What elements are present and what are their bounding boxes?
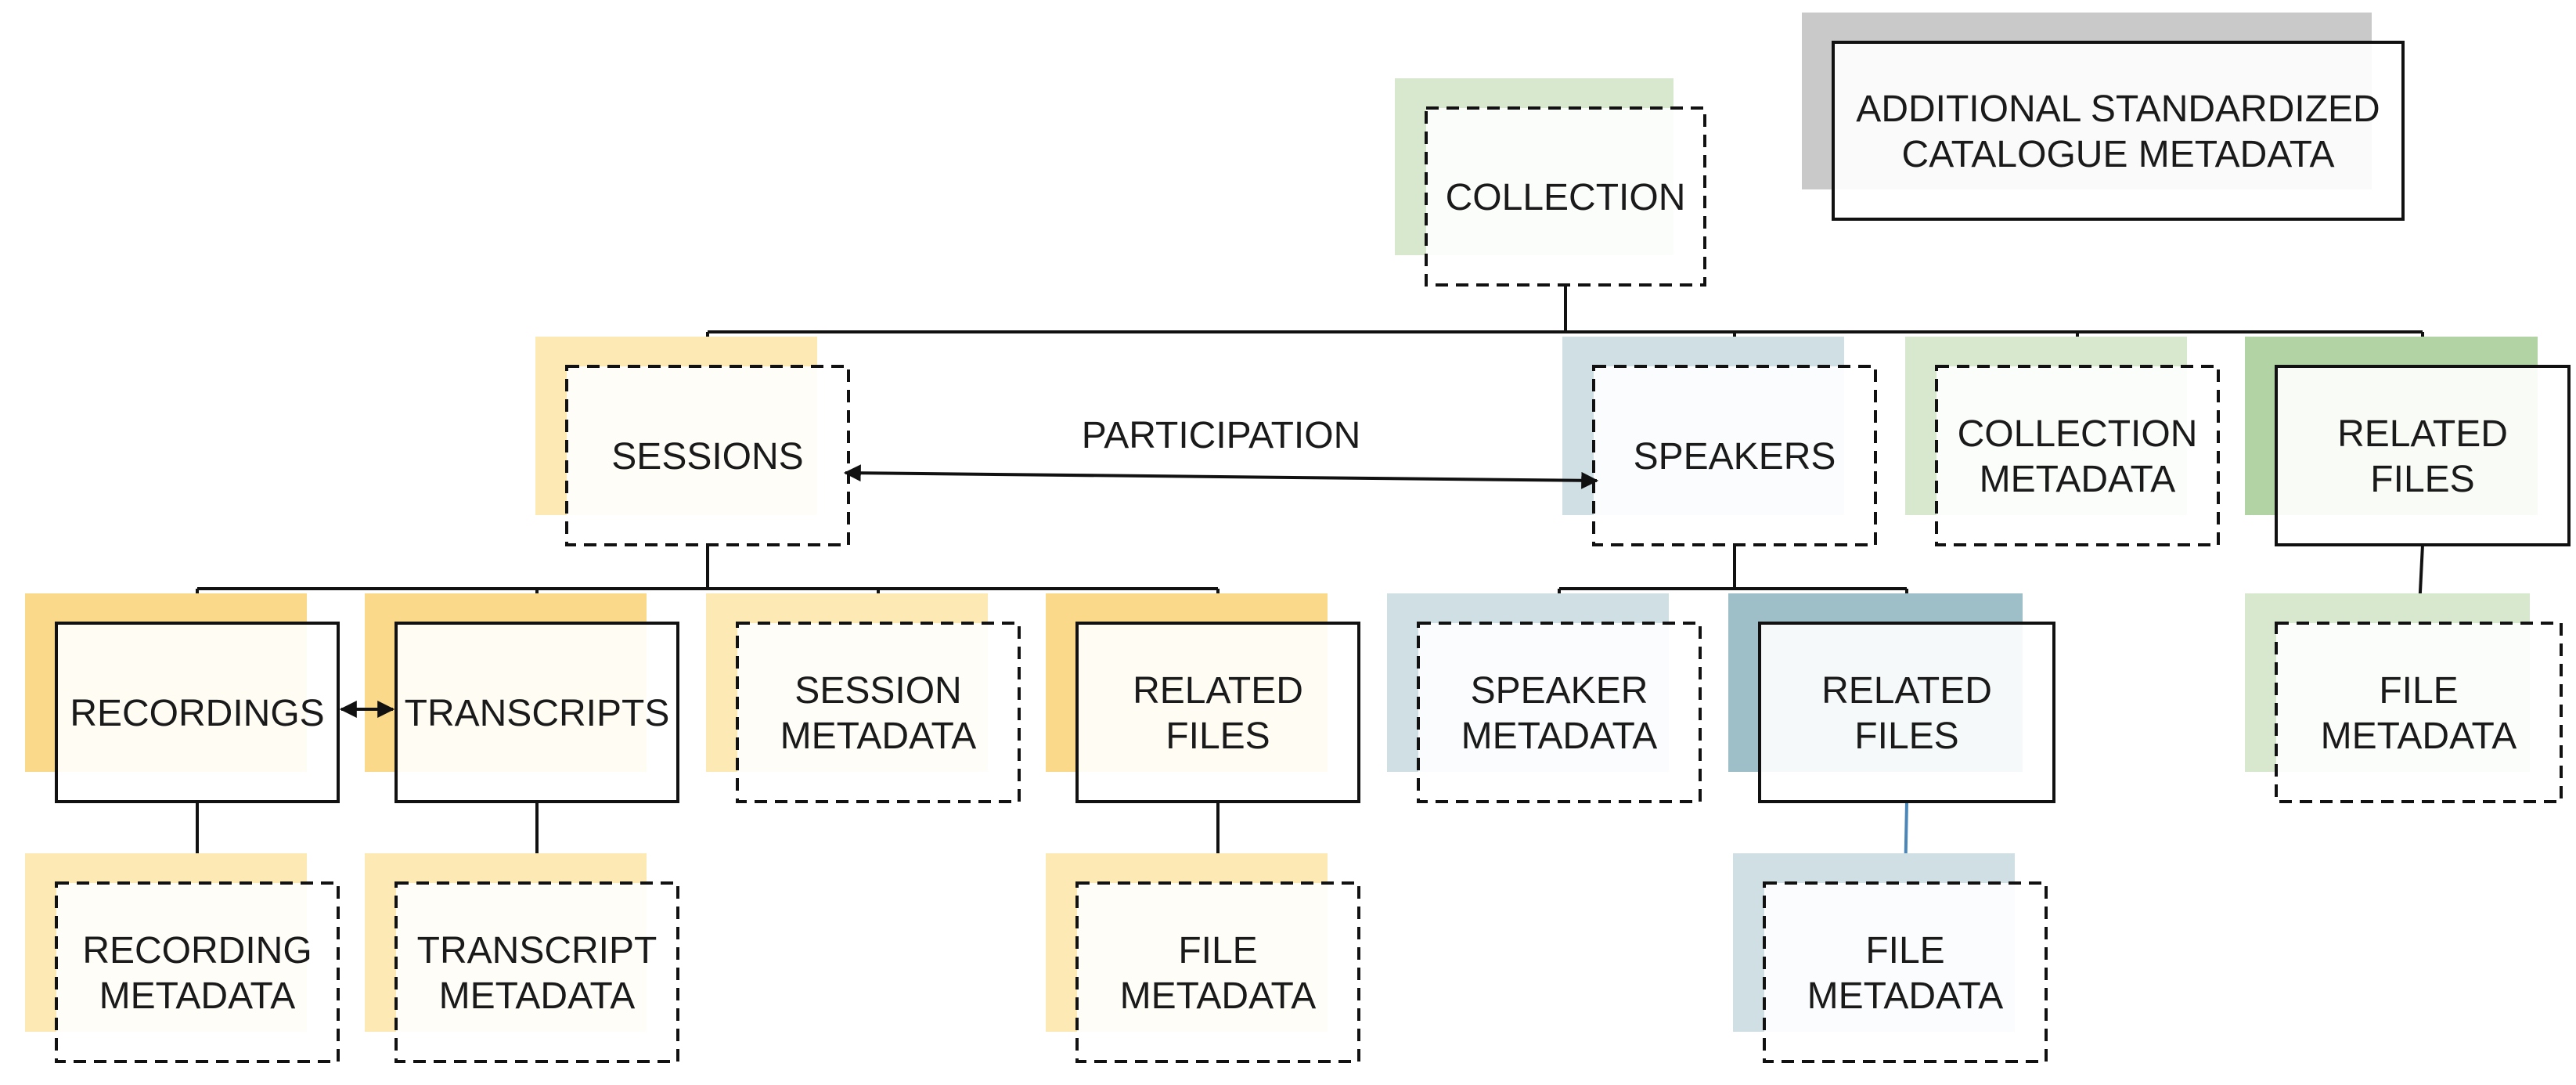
node-label: FILE (1178, 930, 1257, 971)
node-label: FILES (1854, 716, 1958, 757)
node-label: COLLECTION (1446, 177, 1686, 218)
node-box (1075, 881, 1360, 1063)
node-label: CATALOGUE METADATA (1902, 134, 2335, 175)
node-box (1592, 365, 1877, 546)
node-label: RELATED (2337, 413, 2508, 455)
node-label: METADATA (2321, 716, 2517, 757)
node-label: RELATED (1133, 670, 1303, 712)
node-box (736, 622, 1021, 803)
node-label: METADATA (439, 975, 636, 1017)
node-box (2275, 365, 2571, 546)
node-box (2275, 622, 2563, 803)
node-label: METADATA (1980, 459, 2176, 500)
node-box (1832, 41, 2405, 221)
node-box (1417, 622, 1702, 803)
node-label: RELATED (1821, 670, 1992, 712)
relation-label: PARTICIPATION (1082, 415, 1360, 456)
node-label: METADATA (99, 975, 296, 1017)
node-collection: COLLECTION (1395, 78, 1706, 287)
node-transcripts: TRANSCRIPTS (365, 593, 679, 803)
node-box (1075, 622, 1360, 803)
node-label: ADDITIONAL STANDARDIZED (1856, 88, 2380, 130)
relation-arrow (843, 464, 1599, 489)
node-label: RECORDINGS (70, 693, 324, 734)
node-label: SPEAKERS (1634, 436, 1836, 478)
node-box (1935, 365, 2220, 546)
node-box (55, 881, 340, 1063)
node-label: METADATA (780, 716, 977, 757)
node-label: RECORDING (82, 930, 312, 971)
node-label: FILE (2379, 670, 2458, 712)
node-box (1763, 881, 2048, 1063)
node-label: TRANSCRIPTS (405, 693, 670, 734)
node-box (1425, 106, 1706, 287)
node-box (395, 881, 679, 1063)
node-box (55, 622, 340, 803)
node-sessions: SESSIONS (535, 337, 850, 546)
node-label: SESSION (794, 670, 961, 712)
relations-layer: PARTICIPATION (339, 415, 1599, 718)
node-label: METADATA (1120, 975, 1317, 1017)
node-label: FILE (1865, 930, 1944, 971)
node-box (1758, 622, 2055, 803)
relation-sessions-speakers: PARTICIPATION (843, 415, 1599, 489)
nodes-layer: COLLECTION ADDITIONAL STANDARDIZEDCATALOG… (25, 13, 2571, 1063)
node-recordings: RECORDINGS (25, 593, 340, 803)
node-label: SPEAKER (1471, 670, 1648, 712)
node-box (565, 365, 850, 546)
node-label: SESSIONS (611, 436, 803, 478)
node-box (395, 622, 679, 803)
node-label: FILES (2370, 459, 2474, 500)
node-label: METADATA (1461, 716, 1658, 757)
node-speakers: SPEAKERS (1562, 337, 1877, 546)
node-label: FILES (1166, 716, 1270, 757)
node-label: TRANSCRIPT (417, 930, 658, 971)
node-label: METADATA (1807, 975, 2004, 1017)
node-label: COLLECTION (1958, 413, 2198, 455)
